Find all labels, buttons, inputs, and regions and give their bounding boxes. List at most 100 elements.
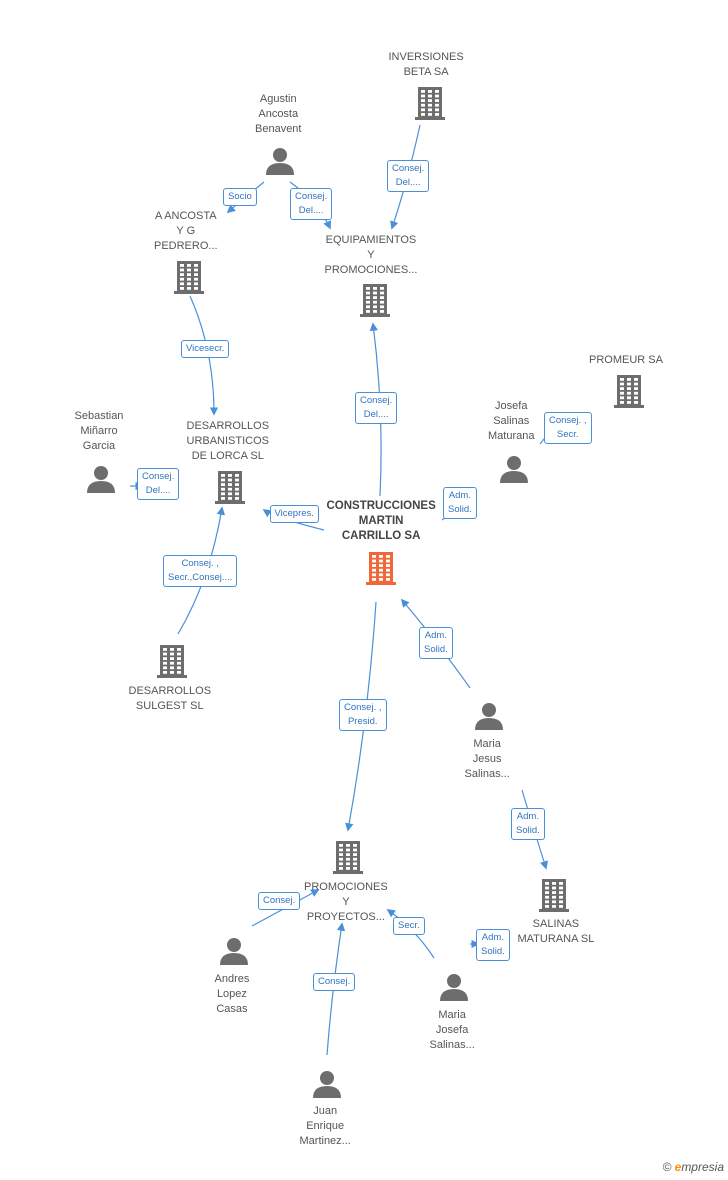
edge-label-e11[interactable]: Adm.Solid. [419, 627, 453, 659]
person-icon[interactable] [87, 466, 115, 493]
edge-label-e5[interactable]: Consej.Del.... [355, 392, 398, 424]
person-icon[interactable] [220, 938, 248, 965]
node-label-line: Jesus [472, 753, 502, 765]
node-label-line: BETA SA [403, 66, 449, 78]
node-label-line: Maria [438, 1009, 466, 1021]
edge-label-e13[interactable]: Adm.Solid. [511, 808, 545, 840]
node-label-line: Casas [216, 1003, 248, 1015]
edge-label-e15[interactable]: Secr. [393, 917, 425, 935]
node-label-line: CARRILLO SA [341, 530, 421, 542]
edge-label-line: Presid. [347, 716, 378, 727]
edge-label-e1[interactable]: Consej.Del.... [387, 160, 430, 192]
building-icon[interactable] [215, 471, 245, 504]
edge-label-e10[interactable]: Consej. ,Secr.,Consej.... [163, 555, 238, 587]
node-label-promeur[interactable]: PROMEUR SA [589, 353, 663, 368]
edge-label-line: Consej. [295, 191, 328, 202]
node-label-line: Maria [473, 738, 501, 750]
building-icon[interactable] [360, 284, 390, 317]
edge-label-line: Solid. [448, 504, 472, 515]
edge-label-line: Secr.,Consej.... [168, 572, 233, 583]
building-icon[interactable] [415, 87, 445, 120]
node-label-line: PROMOCIONES... [324, 264, 418, 276]
edge-label-e8[interactable]: Adm. Solid. [443, 487, 477, 519]
edge-label-e6[interactable]: Consej. , Secr. [544, 412, 592, 444]
edge-label-e3[interactable]: Consej.Del.... [290, 188, 333, 220]
node-label-line: INVERSIONES [388, 51, 464, 63]
person-icon[interactable] [500, 456, 528, 483]
edge-label-e16[interactable]: Adm. Solid. [476, 929, 510, 961]
node-label-line: PEDRERO... [154, 240, 218, 252]
edge-label-e2[interactable]: Socio [223, 188, 257, 206]
edge-label-line: Adm. [481, 932, 504, 943]
node-label-line: Miñarro [80, 425, 118, 437]
footer-brand[interactable]: © empresia [662, 1160, 724, 1174]
edge-label-line: Adm. [516, 811, 539, 822]
edge-label-line: Secr. [556, 429, 579, 440]
person-icon[interactable] [266, 148, 294, 175]
edge-label-e9[interactable]: Vicepres. [269, 505, 319, 523]
person-icon[interactable] [475, 703, 503, 730]
edge-label-line: Consej. , [549, 415, 587, 426]
node-label-line: Agustin [259, 93, 297, 105]
node-label-line: Garcia [82, 440, 116, 452]
edge-label-e4[interactable]: Vicesecr. [181, 340, 230, 358]
node-label-line: PROMEUR SA [589, 354, 663, 366]
edge-label-e14[interactable]: Consej. [258, 892, 301, 910]
node-label-line: EQUIPAMIENTOS [325, 234, 417, 246]
person-icon[interactable] [313, 1071, 341, 1098]
node-label-equipamientos[interactable]: EQUIPAMIENTOS Y PROMOCIONES... [325, 233, 418, 278]
node-label-line: Andres [214, 973, 250, 985]
node-label-line: Lopez [216, 988, 247, 1000]
edge-label-line: Adm. [424, 630, 447, 641]
node-label-line: Ancosta [258, 108, 299, 120]
edge-label-e17[interactable]: Consej. [313, 973, 356, 991]
edge-label-line: Vicesecr. [186, 343, 225, 354]
edge-label-e12[interactable]: Consej. , Presid. [339, 699, 387, 731]
node-label-line: Maturana [488, 430, 535, 442]
brand-e: e [674, 1160, 682, 1174]
node-label-line: PROMOCIONES [304, 881, 388, 893]
node-label-line: Enrique [306, 1120, 345, 1132]
building-icon[interactable] [157, 645, 187, 678]
building-icon[interactable] [539, 879, 569, 912]
building-icon[interactable] [333, 841, 363, 874]
edge-label-line: Consej. [263, 895, 296, 906]
node-label-line: SULGEST SL [135, 700, 204, 712]
node-label-line: Salinas [493, 415, 530, 427]
node-label-line: DESARROLLOS [186, 420, 270, 432]
node-label-line: Josefa [495, 400, 528, 412]
edge-label-e7[interactable]: Consej.Del.... [137, 468, 180, 500]
person-icon[interactable] [440, 974, 468, 1001]
node-label-line: MATURANA SL [517, 933, 595, 945]
node-label-line: DE LORCA SL [191, 450, 264, 462]
edge-label-line: Del.... [145, 485, 171, 496]
node-label-inversiones[interactable]: INVERSIONES BETA SA [389, 50, 464, 80]
node-label-line: Y [367, 249, 375, 261]
edge-label-line: Adm. [448, 490, 471, 501]
building-icon[interactable] [614, 375, 644, 408]
edge-label-line: Del.... [395, 177, 421, 188]
building-icon[interactable] [174, 261, 204, 294]
node-label-line: A ANCOSTA [155, 210, 217, 222]
edge-label-line: Solid. [481, 946, 505, 957]
node-label-line: Sebastian [74, 410, 124, 422]
copyright-symbol: © [662, 1160, 672, 1174]
building-icon-main[interactable] [366, 552, 396, 585]
edge-label-line: Consej. , [344, 702, 382, 713]
node-label-line: Josefa [435, 1024, 469, 1036]
node-label-line: Juan [313, 1105, 338, 1117]
